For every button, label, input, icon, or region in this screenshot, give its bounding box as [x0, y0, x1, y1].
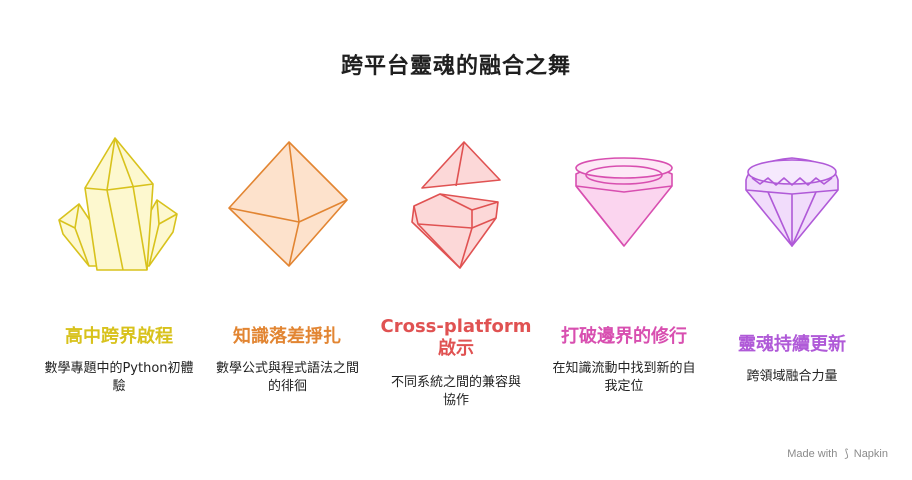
step-description-4: 在知識流動中找到新的自我定位: [552, 361, 696, 394]
step-heading-1: 高中跨界啟程: [65, 326, 173, 347]
step-heading-4: 打破邊界的修行: [561, 326, 687, 347]
step-heading-3: Cross-platform 啟示: [380, 316, 532, 359]
octahedron-icon: [217, 128, 357, 278]
round-gem-icon: [554, 128, 694, 278]
napkin-logo-icon: ⟆: [844, 448, 849, 460]
brand-label: Napkin: [853, 448, 888, 460]
step-description-5: 跨領域融合力量: [746, 369, 838, 384]
crystal-cluster-icon: [49, 128, 189, 278]
diagram-title: 跨平台靈魂的融合之舞: [340, 54, 571, 79]
made-with-label: Made with: [787, 448, 838, 460]
brilliant-diamond-icon: [722, 128, 862, 278]
step-heading-2: 知識落差掙扎: [233, 326, 341, 347]
step-heading-5: 靈魂持續更新: [738, 334, 846, 355]
step-description-3: 不同系統之間的兼容與協作: [390, 375, 521, 408]
step-description-2: 數學公式與程式語法之間的徘徊: [215, 361, 359, 394]
split-gem-icon: [386, 128, 526, 278]
napkin-credit[interactable]: Made with ⟆ Napkin: [787, 447, 888, 460]
step-description-1: 數學專題中的Python初體驗: [44, 361, 194, 394]
